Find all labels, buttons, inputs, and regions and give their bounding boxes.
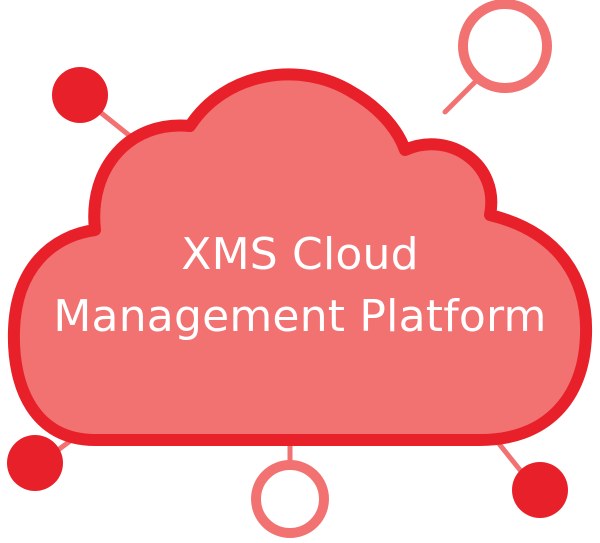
- network-node-icon: [7, 435, 63, 491]
- cloud-title: XMS Cloud Management Platform: [0, 224, 600, 348]
- network-node-icon: [458, 0, 552, 93]
- cloud-icon: [7, 68, 593, 446]
- network-node-icon: [52, 67, 108, 123]
- network-node-icon: [512, 462, 568, 518]
- cloud-title-line-2: Management Platform: [53, 291, 547, 342]
- cloud-title-line-1: XMS Cloud: [181, 229, 419, 280]
- network-node-icon: [251, 460, 329, 538]
